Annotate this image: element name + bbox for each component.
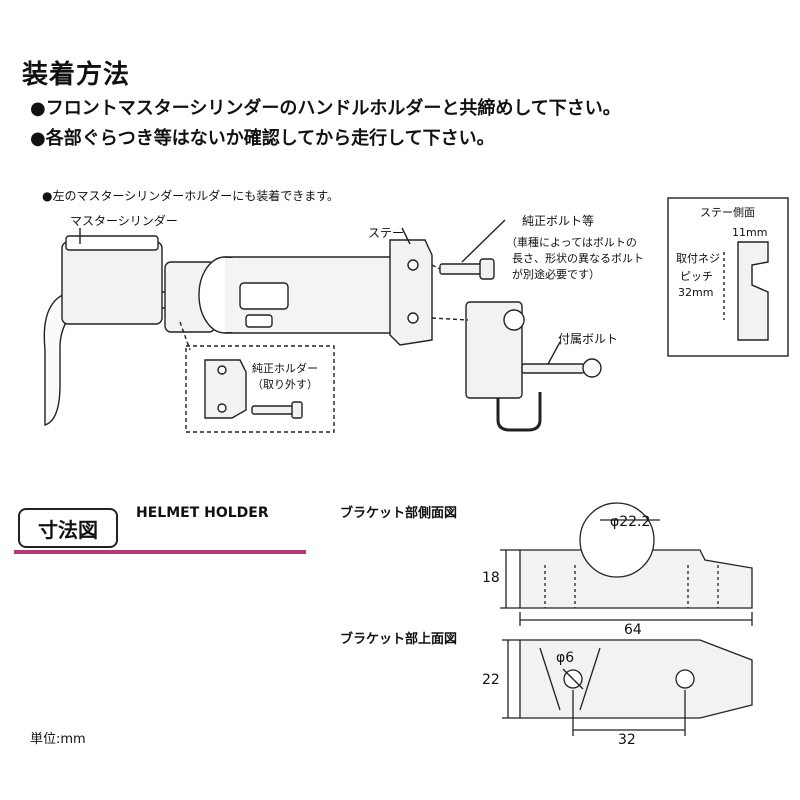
label-stay: ステー bbox=[368, 226, 405, 240]
label-genuine-holder: 純正ホルダー bbox=[252, 362, 318, 375]
dim-width-64: 64 bbox=[624, 622, 642, 638]
label-pitch-1: 取付ネジ bbox=[676, 252, 720, 265]
bolt-note-2: 長さ、形状の異なるボルト bbox=[512, 252, 644, 265]
label-pitch-2: ピッチ bbox=[680, 270, 713, 283]
dim-dia-6: φ6 bbox=[556, 650, 575, 666]
dimensions-tag: 寸法図 bbox=[18, 508, 118, 548]
top-view-title: ブラケット部上面図 bbox=[340, 632, 458, 647]
side-view-title: ブラケット部側面図 bbox=[340, 506, 458, 521]
label-pitch-3: 32mm bbox=[678, 286, 714, 299]
instruction-2: ●各部ぐらつき等はないか確認してから走行して下さい。 bbox=[30, 128, 495, 149]
bolt-note-1: （車種によってはボルトの bbox=[506, 236, 637, 249]
install-note: ●左のマスターシリンダーホルダーにも装着できます。 bbox=[42, 189, 340, 203]
label-genuine-holder-remove: （取り外す） bbox=[252, 378, 318, 391]
label-genuine-bolt: 純正ボルト等 bbox=[522, 214, 595, 228]
dim-height-22: 22 bbox=[482, 672, 500, 688]
label-stay-side: ステー側面 bbox=[700, 206, 755, 219]
dim-height-18: 18 bbox=[482, 570, 500, 586]
stay-part bbox=[389, 239, 433, 346]
product-name: HELMET HOLDER bbox=[136, 505, 269, 521]
label-11mm: 11mm bbox=[732, 226, 768, 239]
dim-dia-22: φ22.2 bbox=[610, 514, 651, 530]
genuine-holder bbox=[204, 359, 247, 419]
instruction-1: ●フロントマスターシリンダーのハンドルホルダーと共締めして下さい。 bbox=[30, 98, 621, 119]
accent-divider bbox=[14, 550, 306, 554]
page-title: 装着方法 bbox=[22, 60, 131, 90]
label-included-bolt: 付属ボルト bbox=[558, 332, 619, 346]
label-master-cylinder: マスターシリンダー bbox=[70, 214, 178, 228]
unit-label: 単位:mm bbox=[30, 732, 86, 747]
bolt-note-3: が別途必要です） bbox=[512, 268, 600, 281]
top-view-outline bbox=[519, 639, 753, 719]
dim-width-32: 32 bbox=[618, 732, 636, 748]
